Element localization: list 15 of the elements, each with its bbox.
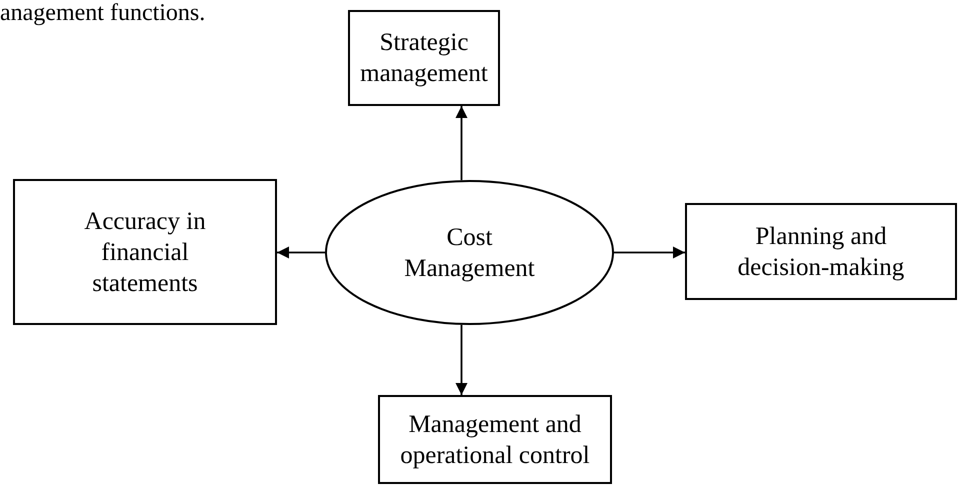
node-label: Planning and decision-making — [736, 222, 906, 282]
node-label: Cost Management — [403, 222, 536, 284]
node-label: Strategic management — [359, 28, 489, 89]
function-box — [685, 203, 957, 300]
node-label: Accuracy in financial statements — [83, 206, 207, 298]
caption-text: anagement functions. — [0, 0, 206, 26]
arrow — [614, 246, 685, 258]
function-box — [13, 179, 277, 325]
arrow — [456, 106, 468, 180]
node-label: Management and operational control — [399, 410, 591, 470]
function-box — [378, 395, 612, 484]
arrow — [456, 324, 468, 395]
arrow — [277, 246, 325, 258]
central-ellipse — [325, 180, 614, 325]
function-box — [348, 10, 500, 106]
